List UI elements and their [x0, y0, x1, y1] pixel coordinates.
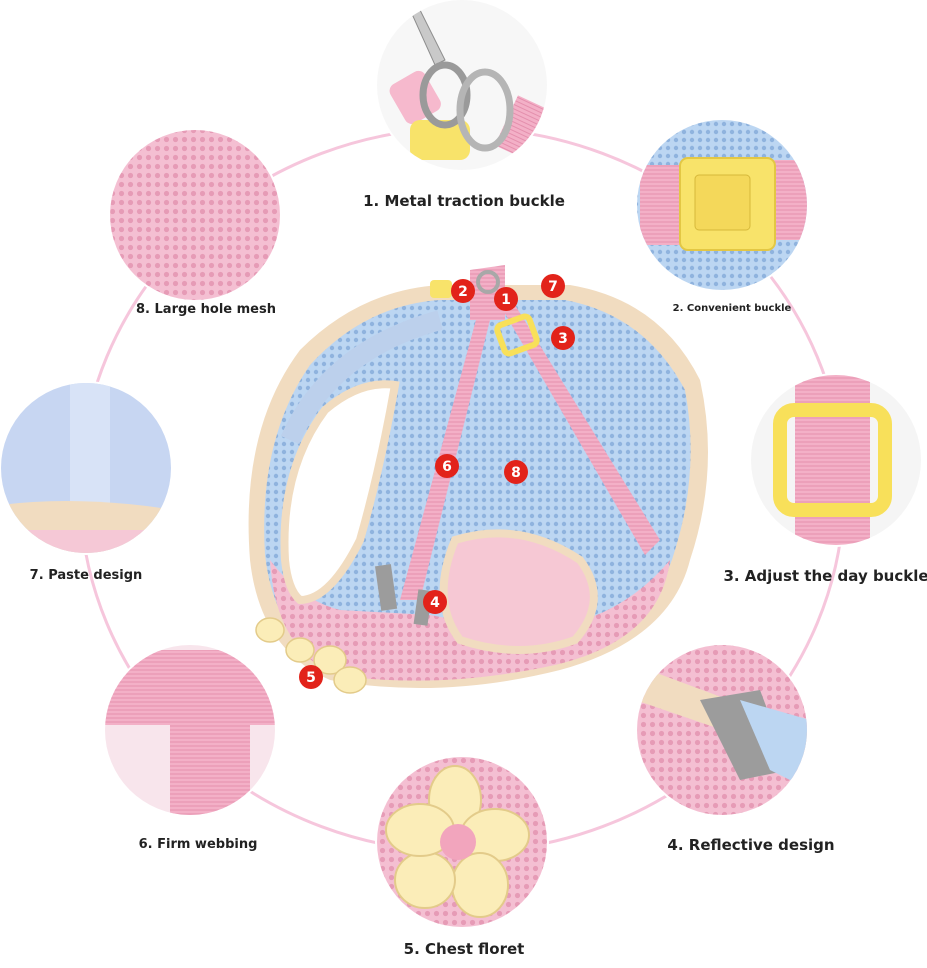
detail-circle-webbing	[103, 643, 277, 817]
harness-product-image: 1 2 3 4 5 6 7 8	[248, 265, 709, 694]
label-convenient-buckle: 2. Convenient buckle	[672, 303, 792, 314]
marker-8: 8	[504, 460, 528, 484]
detail-circle-floret	[375, 755, 549, 929]
svg-text:6: 6	[442, 459, 452, 475]
svg-text:7: 7	[548, 279, 558, 295]
detail-circle-mesh	[108, 128, 282, 302]
svg-text:1: 1	[501, 292, 511, 308]
label-paste-design: 7. Paste design	[29, 568, 143, 583]
marker-7: 7	[541, 274, 565, 298]
svg-text:2: 2	[458, 284, 468, 300]
detail-circle-adjust-buckle	[749, 373, 923, 547]
detail-circle-plastic-buckle	[635, 118, 809, 292]
marker-5: 5	[299, 665, 323, 689]
marker-3: 3	[551, 326, 575, 350]
label-metal-traction-buckle: 1. Metal traction buckle	[363, 192, 565, 210]
marker-6: 6	[435, 454, 459, 478]
detail-circle-reflective	[635, 643, 809, 817]
label-adjust-buckle: 3. Adjust the day buckle	[723, 567, 927, 585]
svg-text:5: 5	[306, 670, 316, 686]
svg-text:3: 3	[558, 331, 568, 347]
marker-2: 2	[451, 279, 475, 303]
svg-text:4: 4	[430, 595, 440, 611]
label-chest-floret: 5. Chest floret	[403, 940, 525, 958]
svg-text:8: 8	[511, 465, 521, 481]
marker-4: 4	[423, 590, 447, 614]
marker-1: 1	[494, 287, 518, 311]
label-reflective-design: 4. Reflective design	[667, 836, 835, 854]
label-firm-webbing: 6. Firm webbing	[138, 837, 258, 852]
detail-circle-paste	[0, 381, 173, 555]
detail-circle-metal-buckle	[375, 0, 549, 172]
label-large-hole-mesh: 8. Large hole mesh	[136, 302, 276, 317]
